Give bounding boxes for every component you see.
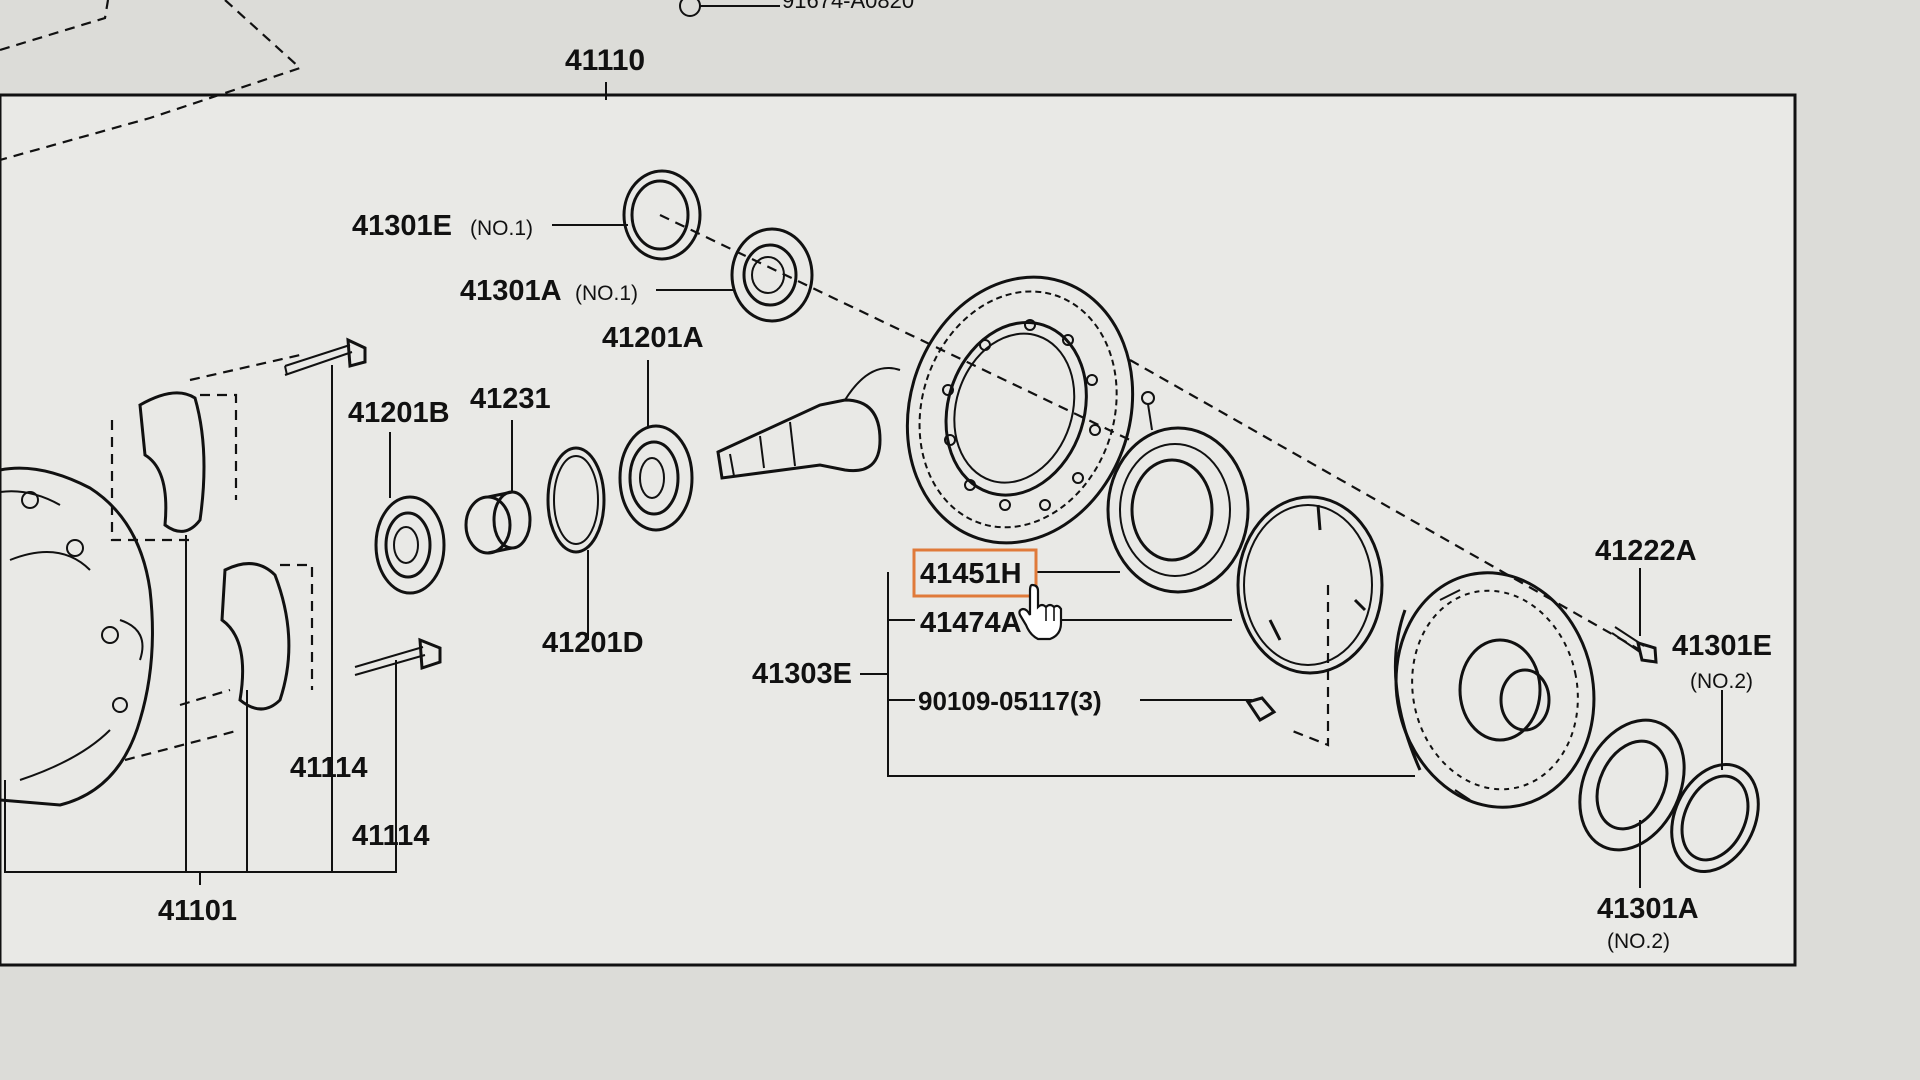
label-41231[interactable]: 41231 <box>470 383 551 415</box>
bearing-cap-upper <box>110 353 301 542</box>
hand-pointer-icon <box>1018 583 1063 641</box>
carrier-housing <box>0 466 154 807</box>
selected-part-highlight <box>912 548 1038 598</box>
label-41301a-no1[interactable]: 41301A <box>460 275 562 307</box>
leader-lines <box>4 224 1723 888</box>
label-41114-lower[interactable]: 41114 <box>352 820 429 852</box>
note-41301a-no2: (NO.2) <box>1607 930 1670 953</box>
label-41303e[interactable]: 41303E <box>752 658 852 690</box>
diagram-frame <box>0 93 1797 967</box>
label-41101[interactable]: 41101 <box>158 895 237 927</box>
label-90109-05117[interactable]: 90109-05117(3) <box>918 686 1102 716</box>
outer-dashed-outline <box>0 0 780 162</box>
bolt-upper <box>284 337 367 376</box>
label-41222a[interactable]: 41222A <box>1595 535 1697 567</box>
bearing-41201a <box>618 424 694 532</box>
label-41474a[interactable]: 41474A <box>920 607 1022 639</box>
shim-41201d <box>546 446 606 554</box>
bearing-41201b <box>374 495 446 595</box>
note-41301e-no1: (NO.1) <box>470 217 533 240</box>
small-bolt <box>1245 696 1277 722</box>
assembly-centerlines <box>124 214 1641 762</box>
bolt-lower <box>354 637 442 676</box>
lock-ring <box>1236 495 1384 675</box>
ring-gear <box>905 275 1135 545</box>
label-partial-top[interactable]: 91674-A0820 <box>782 0 914 13</box>
label-41301a-no2[interactable]: 41301A <box>1597 893 1699 925</box>
differential-case <box>1393 571 1596 809</box>
label-41451h[interactable]: 41451H <box>920 558 1022 590</box>
bearing-cap-lower <box>179 562 314 711</box>
label-41201b[interactable]: 41201B <box>348 397 450 429</box>
label-41301e-no1[interactable]: 41301E <box>352 210 452 242</box>
note-41301e-no2: (NO.2) <box>1690 670 1753 693</box>
label-41201a[interactable]: 41201A <box>602 322 704 354</box>
label-41114-upper[interactable]: 41114 <box>290 752 367 784</box>
oil-seal-rear <box>1670 763 1760 873</box>
oil-seal-front <box>622 169 702 261</box>
label-frame[interactable]: 41110 <box>565 44 645 77</box>
gear-plate <box>1106 391 1250 594</box>
label-41201d[interactable]: 41201D <box>542 627 644 659</box>
note-41301a-no1: (NO.1) <box>575 282 638 305</box>
label-41301e-no2[interactable]: 41301E <box>1672 630 1772 662</box>
drive-pinion <box>716 367 901 480</box>
